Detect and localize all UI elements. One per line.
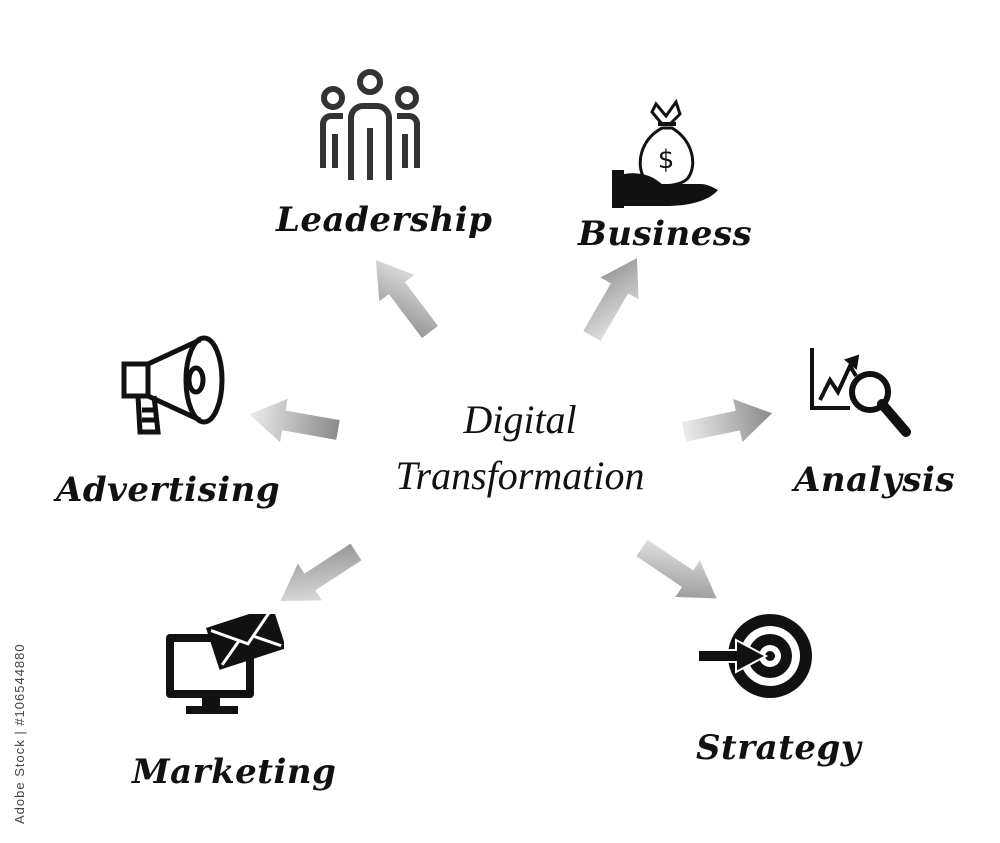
node-strategy: Strategy <box>696 728 862 768</box>
center-title-line1: Digital <box>463 397 577 442</box>
arrow-to-analysis <box>681 399 773 443</box>
node-advertising: Advertising <box>56 470 281 510</box>
money-bag-hand-icon: $ <box>612 98 718 208</box>
people-group-icon <box>320 69 420 180</box>
arrow-to-marketing <box>280 543 362 602</box>
arrow-to-advertising <box>249 398 340 443</box>
arrow-to-strategy <box>636 539 717 599</box>
svg-text:$: $ <box>658 145 675 175</box>
center-title-line2: Transformation <box>395 453 645 498</box>
chart-magnifier-icon <box>810 348 911 437</box>
node-marketing: Marketing <box>132 752 337 792</box>
monitor-mail-icon <box>166 614 284 714</box>
stock-watermark: Adobe Stock | #106544880 <box>12 643 27 824</box>
node-business: Business <box>578 214 753 254</box>
node-analysis: Analysis <box>794 460 956 500</box>
node-leadership: Leadership <box>276 200 493 240</box>
target-arrow-icon <box>697 614 812 698</box>
arrow-to-business <box>583 258 639 341</box>
megaphone-icon <box>121 335 225 435</box>
arrow-to-leadership <box>375 260 438 339</box>
center-title: Digital Transformation <box>330 392 710 504</box>
